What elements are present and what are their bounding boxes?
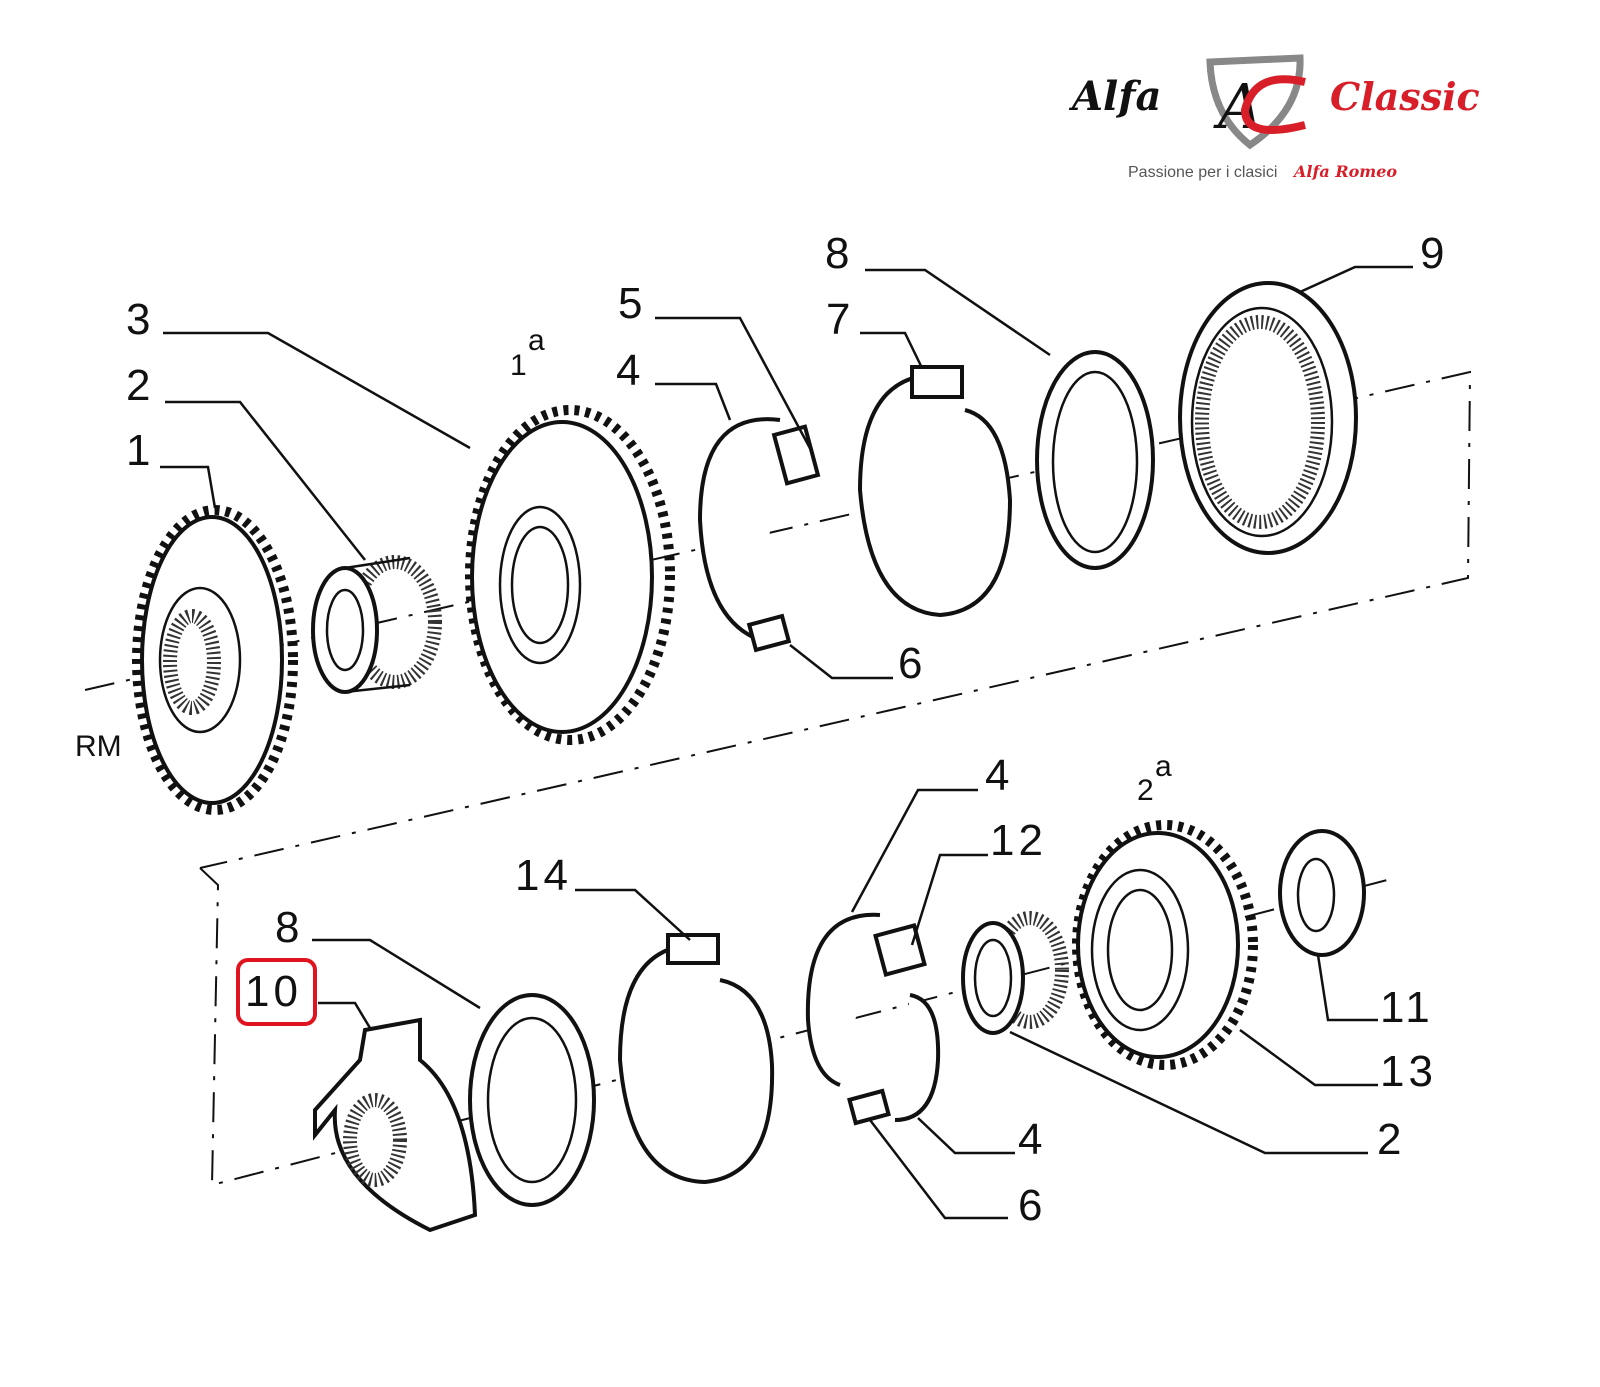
callout-8-lower: 8: [275, 903, 299, 952]
callout-6: 6: [898, 639, 922, 688]
part-2-bearing: [311, 555, 442, 694]
callouts-bottom: 4 2 a 12 14 8 10 11 13 2 4 6: [236, 750, 1437, 1230]
logo-tagline: Passione per i clasici: [1128, 164, 1277, 181]
part-4-synchro-spring: [697, 417, 781, 642]
rm-label: RM: [75, 730, 122, 763]
callout-5: 5: [618, 279, 642, 328]
logo-classic-text: Classic: [1330, 74, 1480, 119]
part-12-block: [873, 923, 927, 977]
callout-14: 14: [515, 851, 572, 900]
logo-alfa-text: Alfa: [1068, 73, 1161, 120]
part-11-washer: [1278, 829, 1366, 957]
part-14-synchro-ring: [617, 933, 775, 1185]
part-9-sleeve: [1178, 281, 1358, 555]
highlight-box-part-10: [236, 958, 317, 1026]
gear-label-second-sup: a: [1155, 750, 1172, 783]
alfa-classic-logo: Alfa A Classic Passione per i clasici Al…: [1068, 54, 1480, 181]
callout-4: 4: [616, 346, 640, 395]
callout-7: 7: [826, 295, 850, 344]
callout-3: 3: [126, 295, 150, 344]
callouts-top: 3 2 1 1 a 5 4 8 7 9 6 RM: [75, 229, 1444, 763]
part-2-lower-bearing: [961, 911, 1069, 1035]
assembly-axes: [84, 370, 1472, 1187]
gear-label-second: 2: [1137, 774, 1154, 807]
callout-1: 1: [126, 426, 150, 475]
callout-2: 2: [126, 361, 150, 410]
callout-12: 12: [990, 816, 1047, 865]
emblem-a: A: [1213, 70, 1263, 143]
part-13-second-gear: [1072, 820, 1258, 1070]
logo-tagline-brand: Alfa Romeo: [1292, 162, 1397, 181]
callout-6-lower: 6: [1018, 1181, 1042, 1230]
part-6-block: [746, 613, 792, 653]
callout-8: 8: [825, 229, 849, 278]
gear-label-first: 1: [510, 349, 527, 382]
part-5-block: [771, 424, 821, 486]
gear-label-first-sup: a: [528, 324, 545, 357]
part-3-first-gear: [465, 405, 675, 745]
part-4-lower-spring: [805, 912, 941, 1122]
callout-2-lower: 2: [1377, 1115, 1401, 1164]
callout-9: 9: [1420, 229, 1444, 278]
callout-4-lower: 4: [1018, 1115, 1042, 1164]
callout-13: 13: [1380, 1047, 1437, 1096]
callout-4-upper: 4: [985, 751, 1009, 800]
part-8-ring: [1035, 350, 1155, 570]
leader-lines: [160, 265, 1413, 1220]
part-6-lower-block: [847, 1088, 891, 1126]
callout-11: 11: [1380, 983, 1434, 1032]
emblem-c: [1240, 75, 1306, 134]
part-1-gear: [132, 505, 298, 815]
part-7-synchro-ring: [857, 365, 1013, 618]
callout-10[interactable]: 10: [245, 967, 302, 1016]
part-10-hub: [313, 1017, 478, 1233]
part-8-lower-ring: [468, 993, 596, 1207]
